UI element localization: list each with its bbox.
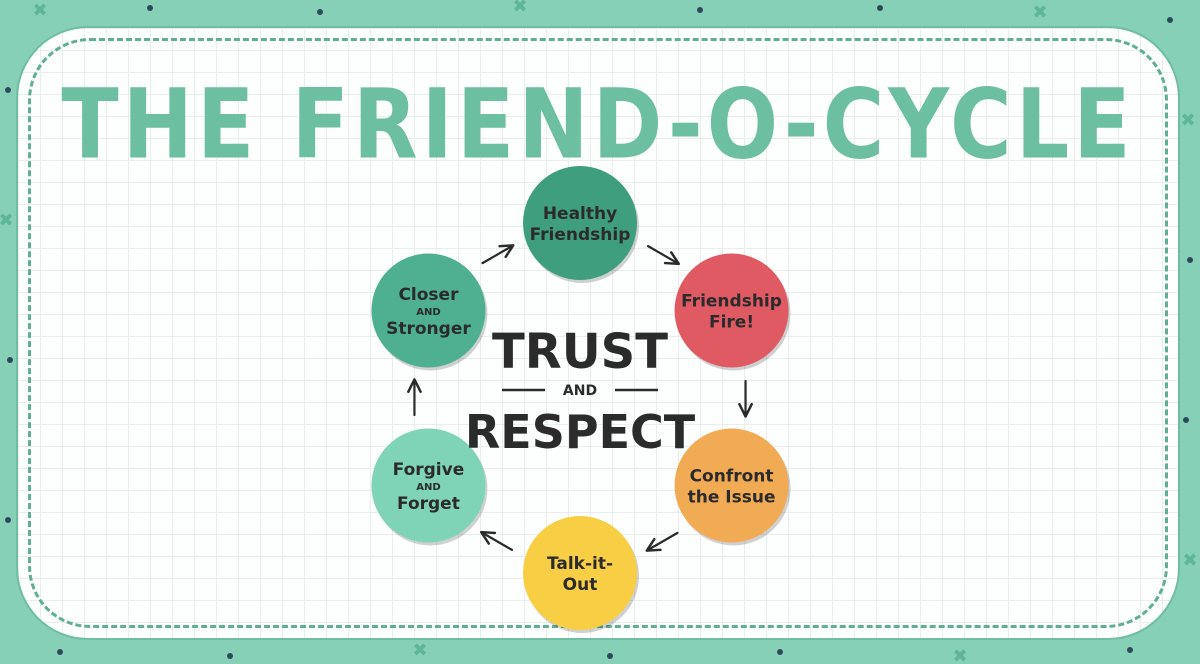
node-label: Stronger	[386, 319, 471, 339]
decor-dot	[697, 7, 703, 13]
node-label: Talk-it-	[547, 554, 613, 574]
node-circle	[674, 253, 789, 368]
center-and-text: AND	[563, 383, 597, 399]
node-label: Friendship	[681, 292, 782, 312]
node-label: Forgive	[393, 460, 465, 480]
center-label: TRUST AND RESPECT	[465, 324, 696, 459]
cycle-arrow	[481, 244, 515, 265]
node-circle	[523, 166, 637, 280]
node-label: Forget	[397, 494, 460, 514]
decor-dot	[777, 649, 783, 655]
decor-cross: ✖	[1032, 2, 1047, 23]
decor-dot	[1127, 647, 1133, 653]
node-label: Closer	[398, 285, 459, 305]
node-circle	[674, 428, 789, 543]
node-circle	[371, 253, 486, 368]
decor-cross: ✖	[512, 0, 527, 17]
decor-cross: ✖	[412, 640, 427, 661]
node-circle	[371, 428, 486, 543]
cycle-nodes: HealthyFriendshipFriendshipFire!Confront…	[371, 166, 791, 633]
decor-cross: ✖	[1180, 110, 1195, 131]
decor-dot	[1187, 257, 1193, 263]
node-label: AND	[416, 482, 440, 493]
decor-dot	[1167, 17, 1173, 23]
cycle-arrow	[479, 530, 514, 551]
decor-dot	[147, 5, 153, 11]
decor-dot	[317, 9, 323, 15]
decor-dot	[1183, 417, 1189, 423]
decor-dot	[227, 653, 233, 659]
decor-cross: ✖	[952, 646, 967, 664]
cycle-node-talk-it-out: Talk-it-Out	[523, 516, 639, 633]
node-label: Out	[563, 575, 598, 595]
cycle-arrows	[407, 244, 753, 552]
center-respect-text: RESPECT	[465, 405, 696, 459]
page-title: THE FRIEND-O-CYCLE	[61, 68, 1135, 181]
decor-cross: ✖	[1182, 550, 1197, 571]
node-label: Confront	[690, 467, 774, 487]
node-label: Friendship	[530, 225, 631, 245]
decor-cross: ✖	[32, 0, 47, 21]
center-trust-text: TRUST	[492, 324, 668, 380]
decor-dot	[5, 517, 11, 523]
decor-dot	[607, 653, 613, 659]
decor-cross: ✖	[0, 210, 14, 231]
node-circle	[523, 516, 637, 630]
node-label: Fire!	[709, 313, 754, 333]
decor-dot	[7, 357, 13, 363]
decor-dot	[5, 87, 11, 93]
decor-dot	[57, 649, 63, 655]
node-label: the Issue	[688, 488, 776, 508]
node-label: Healthy	[543, 204, 617, 224]
decor-dot	[877, 5, 883, 11]
cycle-arrow	[645, 531, 679, 552]
node-label: AND	[416, 307, 440, 318]
cycle-arrow	[646, 245, 681, 266]
